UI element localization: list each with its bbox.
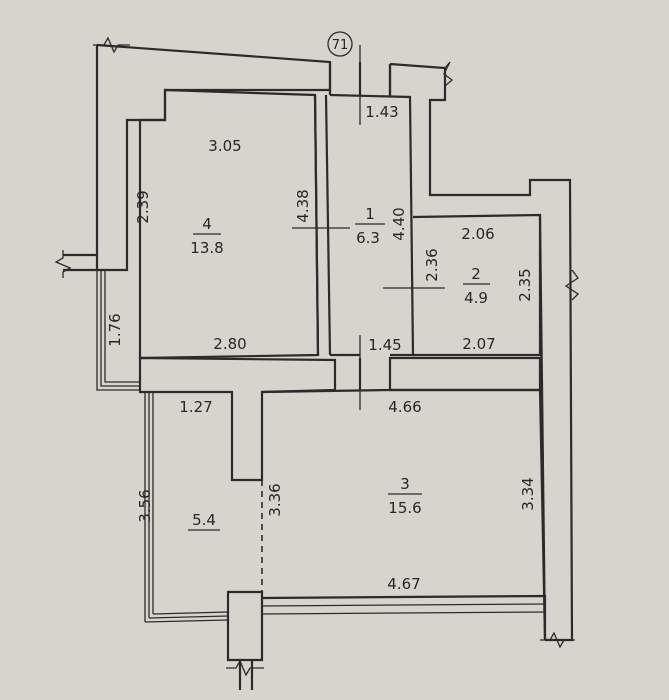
dim-room5-left: 3.56 [136,489,154,522]
wall-break-top-left [93,36,130,54]
wall-break-bottom [226,659,264,677]
room1-number: 1 [365,205,375,223]
wall-room4-room1 [313,94,332,356]
dim-room2-top: 2.06 [461,225,494,243]
dim-room3-right: 3.34 [519,477,537,510]
room2-number: 2 [471,265,481,283]
dim-room4-bottom: 2.80 [213,335,246,353]
dim-room3-left: 3.36 [266,483,284,516]
wall-break-bottom-right [540,631,575,649]
room2-area: 4.9 [464,289,488,307]
room5-left-wall [144,392,154,622]
dim-room4-left: 2.39 [134,190,152,223]
dim-room2-right: 2.35 [516,268,534,301]
corridor-left-lines [96,270,140,391]
dim-room2-left: 2.36 [423,248,441,281]
wall-break-right [564,269,580,301]
dim-corridor-left: 1.76 [106,313,124,346]
room5-bottom-wall [144,611,229,623]
room3-area: 15.6 [388,499,421,517]
room3-bottom-wall [261,595,546,615]
dim-room3-bottom: 4.67 [387,575,420,593]
dim-room1-top: 1.43 [365,103,398,121]
dim-room4-top: 3.05 [208,137,241,155]
wall-break-left [54,250,72,278]
building-marker-circle [327,31,353,57]
dim-room1-bottom: 1.45 [368,336,401,354]
dim-room1-right: 4.40 [390,207,408,240]
room4-area: 13.8 [190,239,223,257]
bottom-pillar [226,590,264,690]
room5-area: 5.4 [192,511,216,529]
room1-area: 6.3 [356,229,380,247]
room3-number: 3 [400,475,410,493]
dim-room4-right: 4.38 [294,189,312,222]
room4-number: 4 [202,215,212,233]
room1-outline [329,93,415,357]
wall-break-top-right [443,61,454,87]
building-marker-label: 71 [332,38,349,53]
dim-room2-bottom: 2.07 [462,335,495,353]
room1-top-opening [328,62,392,97]
dim-room3-top: 4.66 [388,398,421,416]
dim-room5-top: 1.27 [179,398,212,416]
room2-outline [412,213,542,357]
